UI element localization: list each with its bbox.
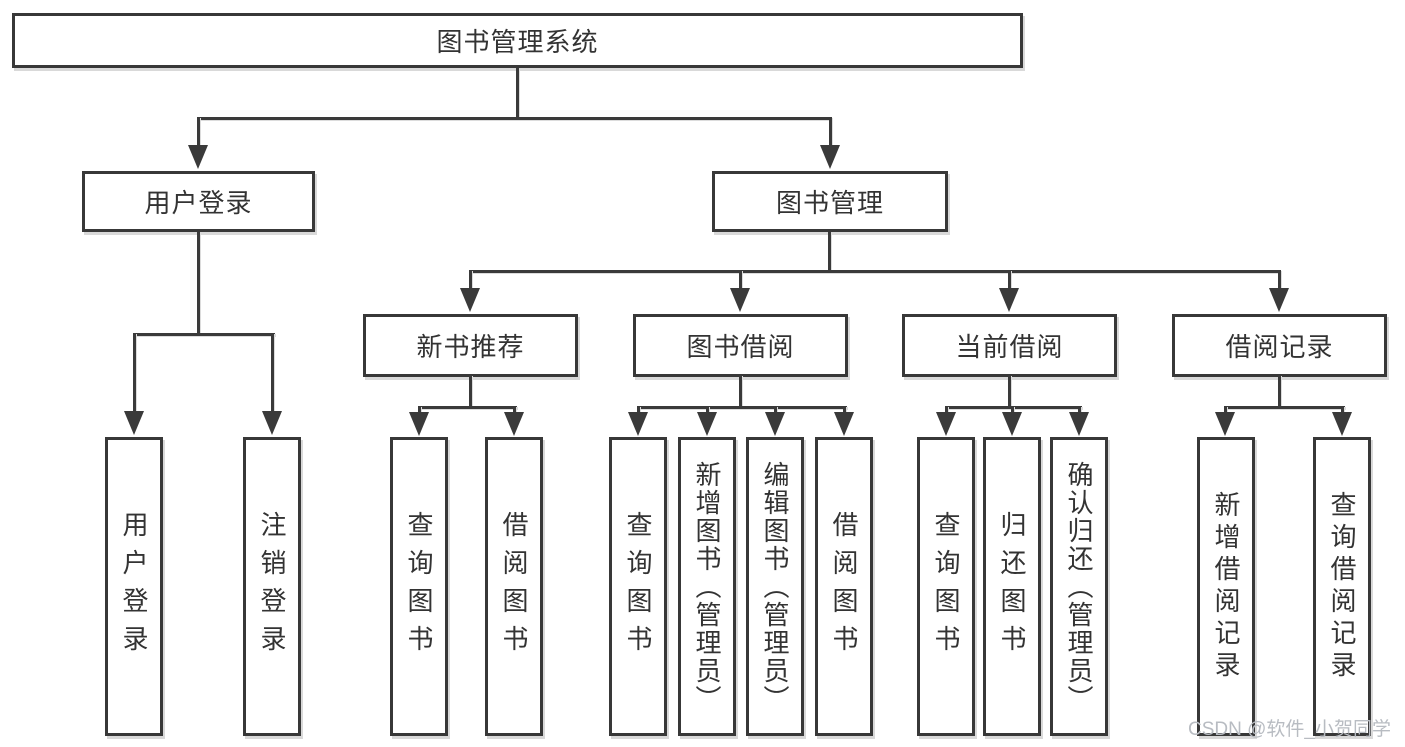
- csdn-watermark: CSDN @软件_小贺同学: [1188, 719, 1391, 740]
- leaf-label: 归还图书: [997, 510, 1027, 663]
- node-label: 图书管理系统: [436, 27, 599, 57]
- edge-line: [1078, 406, 1081, 416]
- leaf-query-books-borrowing: 查询图书: [609, 437, 667, 736]
- leaf-user-login: 用户登录: [105, 437, 163, 736]
- edge-line: [1224, 406, 1227, 416]
- edge-line: [1341, 406, 1344, 416]
- node-book-management: 图书管理: [712, 171, 948, 232]
- leaf-label: 用户登录: [119, 510, 149, 663]
- edge-line: [516, 68, 519, 119]
- leaf-label: 新增图书（管理员）: [692, 460, 722, 713]
- node-current-borrowing: 当前借阅: [902, 314, 1117, 377]
- leaf-return-books: 归还图书: [983, 437, 1041, 736]
- node-book-borrowing: 图书借阅: [633, 314, 848, 377]
- leaf-confirm-return-admin: 确认归还（管理员）: [1050, 437, 1108, 736]
- node-user-login: 用户登录: [82, 171, 315, 232]
- arrowhead-down-icon: [1269, 288, 1289, 312]
- edge-line: [843, 406, 846, 416]
- leaf-logout: 注销登录: [243, 437, 301, 736]
- edge-line: [133, 333, 275, 336]
- edge-line: [513, 406, 516, 416]
- edge-line: [133, 333, 136, 413]
- edge-line: [197, 117, 832, 120]
- edge-line: [1008, 270, 1011, 290]
- edge-line: [637, 406, 640, 416]
- edge-line: [1224, 406, 1345, 409]
- edge-line: [197, 117, 200, 148]
- leaf-query-books-recommend: 查询图书: [390, 437, 448, 736]
- arrowhead-down-icon: [504, 412, 524, 436]
- edge-line: [469, 270, 1281, 273]
- edge-line: [1278, 375, 1281, 408]
- arrowhead-down-icon: [262, 411, 282, 435]
- leaf-add-borrow-record: 新增借阅记录: [1197, 437, 1255, 736]
- edge-line: [945, 406, 948, 416]
- leaf-label: 注销登录: [257, 510, 287, 663]
- node-label: 图书借阅: [686, 332, 795, 362]
- edge-line: [739, 270, 742, 290]
- arrowhead-down-icon: [697, 412, 717, 436]
- leaf-label: 查询借阅记录: [1327, 490, 1357, 683]
- arrowhead-down-icon: [124, 411, 144, 435]
- edge-line: [1011, 406, 1014, 416]
- node-label: 借阅记录: [1225, 332, 1334, 362]
- arrowhead-down-icon: [628, 412, 648, 436]
- edge-line: [774, 406, 777, 416]
- arrowhead-down-icon: [834, 412, 854, 436]
- node-borrowing-records: 借阅记录: [1172, 314, 1387, 377]
- arrowhead-down-icon: [460, 288, 480, 312]
- edge-line: [418, 406, 421, 416]
- edge-line: [469, 270, 472, 290]
- arrowhead-down-icon: [999, 288, 1019, 312]
- edge-line: [469, 375, 472, 408]
- edge-line: [739, 375, 742, 408]
- edge-line: [1278, 270, 1281, 290]
- edge-line: [271, 333, 274, 413]
- node-label: 新书推荐: [416, 332, 525, 362]
- leaf-borrow-books-borrowing: 借阅图书: [815, 437, 873, 736]
- leaf-label: 确认归还（管理员）: [1064, 460, 1094, 713]
- node-new-book-recommend: 新书推荐: [363, 314, 578, 377]
- arrowhead-down-icon: [765, 412, 785, 436]
- node-library-system: 图书管理系统: [12, 13, 1023, 68]
- edge-line: [197, 232, 200, 335]
- arrowhead-down-icon: [1215, 412, 1235, 436]
- leaf-borrow-books-recommend: 借阅图书: [485, 437, 543, 736]
- leaf-label: 借阅图书: [829, 510, 859, 663]
- leaf-label: 查询图书: [623, 510, 653, 663]
- arrowhead-down-icon: [1332, 412, 1352, 436]
- arrowhead-down-icon: [936, 412, 956, 436]
- edge-line: [828, 232, 831, 272]
- edge-line: [418, 406, 517, 409]
- arrowhead-down-icon: [730, 288, 750, 312]
- node-label: 当前借阅: [955, 332, 1064, 362]
- leaf-edit-book-admin: 编辑图书（管理员）: [746, 437, 804, 736]
- leaf-add-book-admin: 新增图书（管理员）: [678, 437, 736, 736]
- edge-line: [637, 406, 847, 409]
- leaf-query-borrow-record: 查询借阅记录: [1313, 437, 1371, 736]
- arrowhead-down-icon: [1069, 412, 1089, 436]
- leaf-label: 借阅图书: [499, 510, 529, 663]
- arrowhead-down-icon: [1002, 412, 1022, 436]
- edge-line: [829, 117, 832, 148]
- edge-line: [706, 406, 709, 416]
- node-label: 图书管理: [775, 188, 884, 218]
- leaf-query-books-current: 查询图书: [917, 437, 975, 736]
- node-label: 用户登录: [144, 188, 253, 218]
- leaf-label: 新增借阅记录: [1211, 490, 1241, 683]
- arrowhead-down-icon: [409, 412, 429, 436]
- leaf-label: 查询图书: [931, 510, 961, 663]
- leaf-label: 查询图书: [404, 510, 434, 663]
- edge-line: [1008, 375, 1011, 408]
- arrowhead-down-icon: [820, 145, 840, 169]
- leaf-label: 编辑图书（管理员）: [760, 460, 790, 713]
- arrowhead-down-icon: [188, 145, 208, 169]
